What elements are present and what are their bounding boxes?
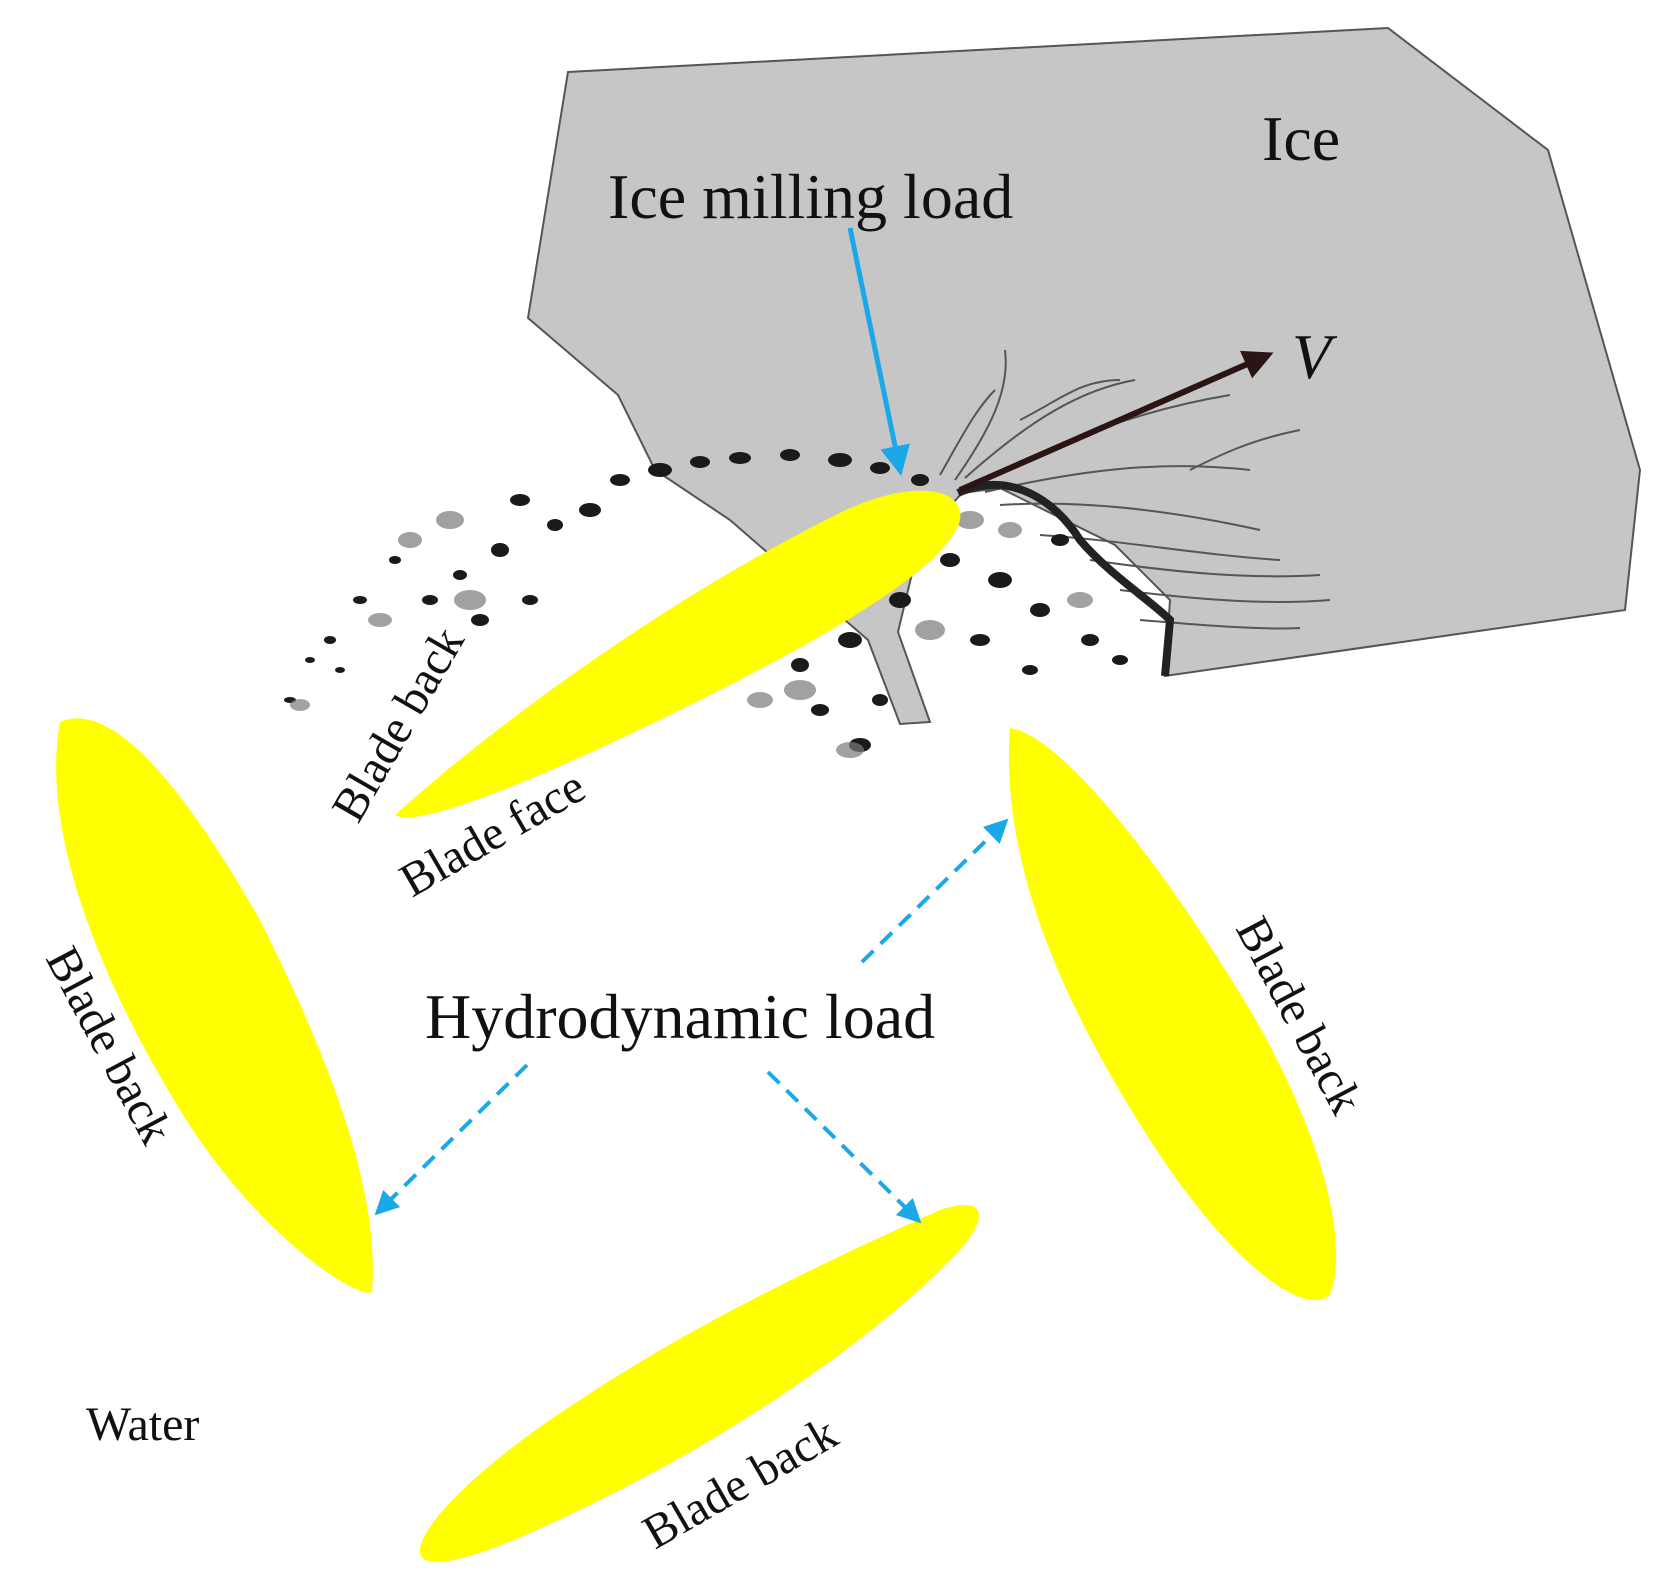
- ice-debris-light: [290, 511, 1093, 758]
- ice-milling-load-label: Ice milling load: [608, 161, 1013, 232]
- velocity-label: V: [1292, 321, 1338, 392]
- blade-top: [395, 490, 961, 818]
- water-label: Water: [86, 1398, 199, 1451]
- velocity-arrow: [958, 350, 1274, 493]
- blade-bottom: [419, 1204, 979, 1562]
- hydrodynamic-arrow-down: [766, 1070, 922, 1224]
- milled-ice-edge: [956, 481, 1175, 677]
- ice-label: Ice: [1262, 103, 1340, 174]
- hydrodynamic-arrow-left: [374, 1063, 529, 1216]
- hydrodynamic-arrow-right: [860, 818, 1009, 964]
- blade-right: [1008, 728, 1337, 1301]
- hydrodynamic-load-label: Hydrodynamic load: [425, 981, 935, 1052]
- ice-milling-load-arrow: [847, 227, 910, 476]
- blade-left: [56, 718, 373, 1293]
